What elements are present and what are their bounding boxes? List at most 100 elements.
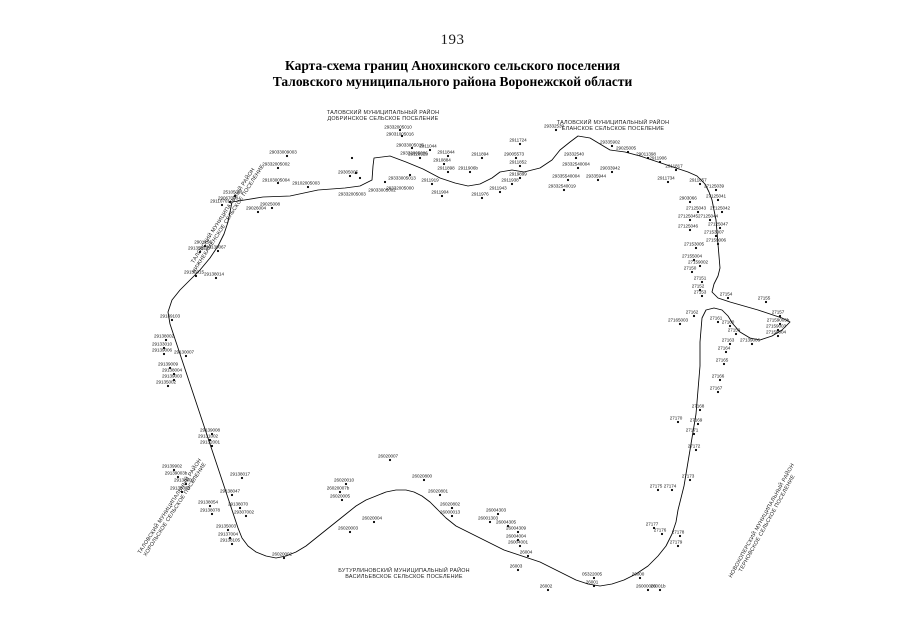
boundary-vertex <box>718 226 722 230</box>
boundary-vertex <box>666 180 670 184</box>
point-id-label: 2919899 <box>509 171 527 177</box>
boundary-vertex <box>776 334 780 338</box>
boundary-vertex <box>546 588 550 592</box>
boundary-vertex <box>388 458 392 462</box>
point-id-label: 26004305 <box>495 519 517 525</box>
point-id-label: 26004004 <box>505 533 527 539</box>
point-id-label: 26001 <box>585 579 599 585</box>
boundary-vertex <box>678 322 682 326</box>
point-id-label: 27150 <box>683 265 697 271</box>
point-id-label: 2910884 <box>433 157 451 163</box>
point-id-label: 26020005 <box>329 493 351 499</box>
point-id-label: 29135003 <box>215 523 237 529</box>
point-id-label: 2911919 <box>421 177 439 183</box>
boundary-vertex <box>203 244 207 248</box>
point-id-label: 26020801 <box>427 488 449 494</box>
boundary-vertex <box>230 542 234 546</box>
point-id-label: 26004309 <box>505 525 527 531</box>
point-id-label: 29138078 <box>199 507 221 513</box>
boundary-vertex <box>340 498 344 502</box>
boundary-vertex <box>728 342 732 346</box>
boundary-vertex <box>198 250 202 254</box>
point-id-label: 26020010 <box>333 477 355 483</box>
boundary-vertex <box>230 493 234 497</box>
point-id-label: 26001303 <box>477 515 499 521</box>
boundary-vertex <box>430 182 434 186</box>
point-id-label: 29333005013 <box>388 175 416 181</box>
boundary-vertex <box>208 504 212 508</box>
boundary-vertex <box>442 162 446 166</box>
point-id-label: 27158004 <box>765 329 787 335</box>
point-id-label: 27173 <box>681 473 695 479</box>
point-id-label: 27160 <box>721 319 735 325</box>
page-title-line-1: Карта-схема границ Анохинского сельского… <box>284 58 620 73</box>
point-id-label: 29138054 <box>197 499 219 505</box>
point-id-label: 27176 <box>653 527 667 533</box>
boundary-vertex <box>256 210 260 214</box>
boundary-vertex <box>220 203 224 207</box>
point-id-label: 29332540019 <box>548 183 576 189</box>
boundary-vertex <box>210 512 214 516</box>
point-id-label: 29138003 <box>173 477 195 483</box>
point-id-label: 29137004 <box>217 531 239 537</box>
boundary-vertex <box>692 314 696 318</box>
page-number: 193 <box>440 32 465 48</box>
point-id-label: 2903066 <box>679 195 697 201</box>
point-id-label: 26020002 <box>271 551 293 557</box>
point-id-label: 27169 <box>689 417 703 423</box>
boundary-vertex <box>172 372 176 376</box>
boundary-vertex <box>450 506 454 510</box>
point-id-label: 2911906 <box>649 155 667 161</box>
boundary-vertex <box>700 280 704 284</box>
boundary-vertex <box>184 482 188 486</box>
point-id-label: 29011398 <box>636 151 656 157</box>
boundary-vertex <box>728 324 732 328</box>
point-id-label: 29335944 <box>585 173 607 179</box>
point-id-label: 29033005002 <box>368 187 396 193</box>
boundary-vertex <box>776 328 780 332</box>
point-id-label: 29138047 <box>219 488 241 494</box>
boundary-vertex <box>676 544 680 548</box>
boundary-vertex <box>670 488 674 492</box>
boundary-vertex <box>233 194 237 198</box>
point-id-label: 26020003 <box>337 525 359 531</box>
point-id-label: 26004303 <box>485 507 507 513</box>
point-id-label: 29305005 <box>337 169 359 175</box>
boundary-vertex <box>656 488 660 492</box>
boundary-vertex <box>714 188 718 192</box>
point-id-label: 29025005 <box>615 145 637 151</box>
boundary-vertex <box>750 342 754 346</box>
point-id-label: 27159002 <box>687 259 709 265</box>
point-id-label: 26004 <box>519 549 533 555</box>
boundary-vertex <box>674 168 678 172</box>
boundary-vertex <box>726 296 730 300</box>
boundary-vertex <box>518 164 522 168</box>
boundary-vertex <box>688 218 692 222</box>
boundary-vertex <box>488 520 492 524</box>
point-id-label: 29138070 <box>227 501 249 507</box>
boundary-vertex <box>626 150 630 154</box>
boundary-vertex <box>228 536 232 540</box>
point-id-label: 26002 <box>539 583 553 589</box>
point-id-label: 27167 <box>709 385 723 391</box>
boundary-vertex <box>688 200 692 204</box>
boundary-vertex <box>176 475 180 479</box>
boundary-vertex <box>592 584 596 588</box>
point-id-label: 27155004 <box>681 253 703 259</box>
point-id-label: 29332005010 <box>384 124 412 130</box>
point-id-label: 29033942 <box>599 165 621 171</box>
point-id-label: 27168 <box>691 403 705 409</box>
point-id-label: 26020004 <box>361 515 383 521</box>
point-id-label: 29139103 <box>159 313 181 319</box>
region-caption-line-1: ТАЛОВСКИЙ МУНИЦИПАЛЬНЫЙ РАЙОН <box>326 110 440 116</box>
point-id-label: 27154 <box>719 291 733 297</box>
boundary-vertex <box>658 160 662 164</box>
point-id-label: 29026004 <box>245 205 267 211</box>
point-id-label: 26000003 <box>635 583 657 589</box>
point-id-label: 27153007 <box>703 229 725 235</box>
point-id-label: 27165003 <box>667 317 689 323</box>
boundary-vertex <box>698 182 702 186</box>
boundary-vertex <box>716 198 720 202</box>
point-id-label: 27175 <box>649 483 663 489</box>
